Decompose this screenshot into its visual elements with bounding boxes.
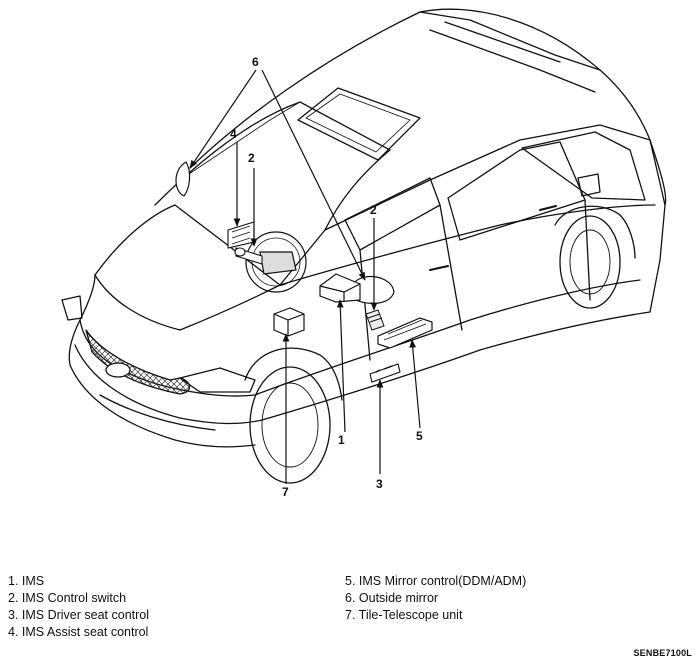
outside-mirror-left bbox=[175, 161, 191, 197]
callout-4: 4 bbox=[230, 127, 237, 141]
legend-item-3: 3. IMS Driver seat control bbox=[8, 608, 150, 622]
legend-item-2: 2. IMS Control switch bbox=[8, 591, 127, 605]
leader-lines bbox=[189, 69, 421, 484]
callout-5: 5 bbox=[416, 429, 423, 443]
ims-driver-seat-control bbox=[369, 363, 401, 383]
legend-item-5: 5. IMS Mirror control(DDM/ADM) bbox=[345, 574, 527, 588]
callout-2-door: 2 bbox=[370, 203, 377, 217]
component-legend: 1. IMS 2. IMS Control switch 3. IMS Driv… bbox=[0, 573, 700, 643]
ims-control-switch-dash bbox=[234, 247, 263, 265]
ims-control-switch-door bbox=[365, 309, 385, 331]
tilt-telescope-unit bbox=[273, 307, 305, 337]
figure-code: SENBE7100L bbox=[633, 648, 692, 658]
ims-unit bbox=[319, 273, 361, 303]
callout-7: 7 bbox=[282, 485, 289, 499]
legend-item-1: 1. IMS bbox=[8, 574, 45, 588]
legend-item-4: 4. IMS Assist seat control bbox=[8, 625, 149, 639]
ims-mirror-control bbox=[377, 317, 433, 349]
steering-wheel bbox=[245, 231, 307, 293]
callout-3: 3 bbox=[376, 477, 383, 491]
vehicle-component-diagram: 6 4 2 2 1 5 3 7 bbox=[61, 8, 667, 499]
callout-6: 6 bbox=[252, 55, 259, 69]
legend-item-6: 6. Outside mirror bbox=[345, 591, 439, 605]
legend-item-7: 7. Tile-Telescope unit bbox=[345, 608, 463, 622]
vehicle-outline bbox=[61, 8, 667, 484]
callout-1: 1 bbox=[338, 433, 345, 447]
outside-mirror-right bbox=[351, 275, 395, 304]
ims-assist-seat-control bbox=[227, 221, 255, 249]
callout-2-dash: 2 bbox=[248, 151, 255, 165]
